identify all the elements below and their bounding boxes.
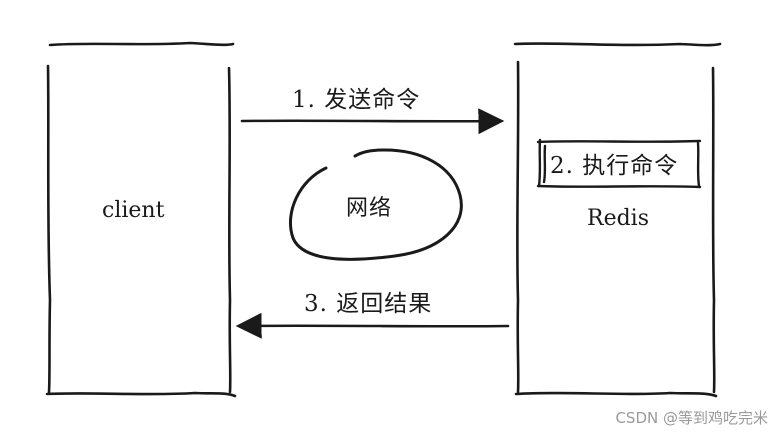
return-result-label: 3. 返回结果	[304, 291, 433, 317]
redis-label: Redis	[587, 206, 649, 231]
client-box	[45, 41, 237, 398]
network-label: 网络	[346, 196, 393, 221]
return-arrow	[235, 312, 510, 339]
network-loop	[288, 148, 463, 261]
send-command-label: 1. 发送命令	[292, 87, 421, 113]
redis-box	[513, 42, 722, 398]
watermark: CSDN @等到鸡吃完米	[615, 409, 768, 427]
execute-box	[536, 138, 702, 189]
client-label: client	[102, 198, 165, 223]
send-arrow	[240, 108, 505, 135]
execute-command-label: 2. 执行命令	[550, 153, 679, 179]
